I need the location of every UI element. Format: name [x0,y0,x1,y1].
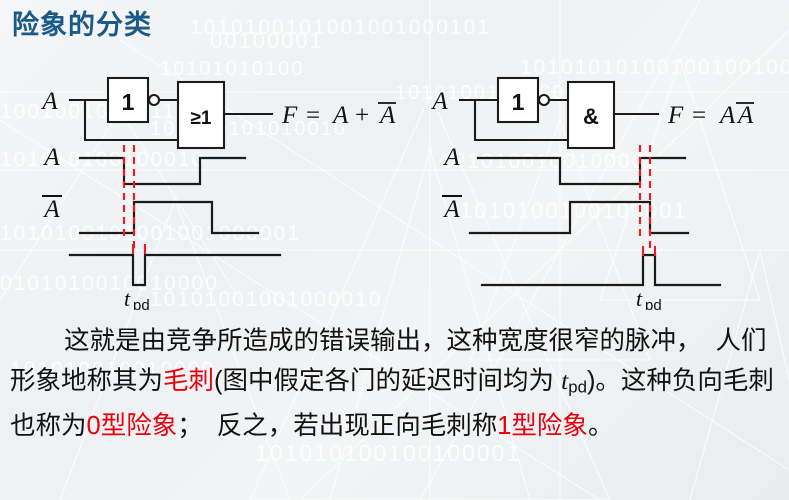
waveform-label-a: A [442,144,460,171]
delay-label-left: t pd [124,286,150,310]
body-line2-b: 人们形象地称其为 [10,327,767,395]
waveform-trace-abar [78,200,260,235]
svg-text:A: A [331,102,349,129]
svg-text:pd: pd [645,297,662,310]
svg-text:A: A [736,102,754,129]
tpd-subscript: pd [568,377,587,397]
inverter-label: 1 [512,89,525,115]
waveforms-right: A A t pd [420,140,789,310]
body-line2-a: 脉冲， [625,327,702,355]
body-line3-b: )。这种负向毛刺也称为 [10,367,774,440]
body-line3-d: 反之，若出现 [216,411,370,440]
waveform-trace-a [78,156,247,186]
highlight-type0: 0型险象 [86,411,178,440]
input-label-a: A [430,88,448,115]
input-label-a: A [40,88,58,115]
body-line3-c: ； [177,411,203,440]
inverter-label: 1 [122,89,135,115]
svg-text:F: F [281,102,298,129]
waveform-trace-f [480,253,722,287]
svg-text:+: + [355,102,369,129]
waveform-label-abar: A [442,196,460,223]
equation-right: F = A A [667,102,754,129]
equation-left: F = A + A [281,102,396,129]
body-line3-a: 均为 [503,367,562,395]
figure-left-or-hazard: 1 ≥1 A F = A + A [30,62,400,312]
binary-text: 1010100101001001000101 [190,16,491,39]
body-line4-a: 正向毛刺称 [369,411,498,440]
body-line1: 这就是由竞争所造成的错误输出，这种宽度很窄的 [64,327,626,355]
body-paragraph: 这就是由竞争所造成的错误输出，这种宽度很窄的脉冲，人们形象地称其为毛刺(图中假定… [10,322,780,446]
waveform-label-a: A [42,144,60,171]
svg-text:F: F [667,102,684,129]
waveform-label-abar: A [42,196,60,223]
highlight-type1: 1型险象 [497,411,588,440]
svg-text:=: = [692,102,706,129]
and-gate-label: & [583,104,599,129]
tpd-symbol: t [561,366,569,395]
figure-right-and-hazard: 1 & A F = A A [420,62,789,312]
delay-label-right: t pd [636,286,662,310]
page-title: 险象的分类 [12,10,152,40]
body-line4-b: 。 [587,411,614,440]
highlight-maoci: 毛刺 [163,367,215,395]
svg-text:t: t [124,286,131,310]
svg-text:A: A [718,102,736,129]
svg-text:pd: pd [133,297,150,310]
waveform-trace-a [476,156,687,186]
waveform-trace-abar [468,200,690,235]
or-gate-label: ≥1 [191,108,212,129]
svg-text:=: = [306,102,320,129]
waveforms-left: A A t pd [0,140,330,310]
svg-text:A: A [378,102,396,129]
svg-text:t: t [636,286,643,310]
binary-text: 00100001 [210,28,324,53]
body-line2-c: (图中假定各门的延迟时间 [214,367,504,395]
waveform-trace-f [68,253,282,287]
